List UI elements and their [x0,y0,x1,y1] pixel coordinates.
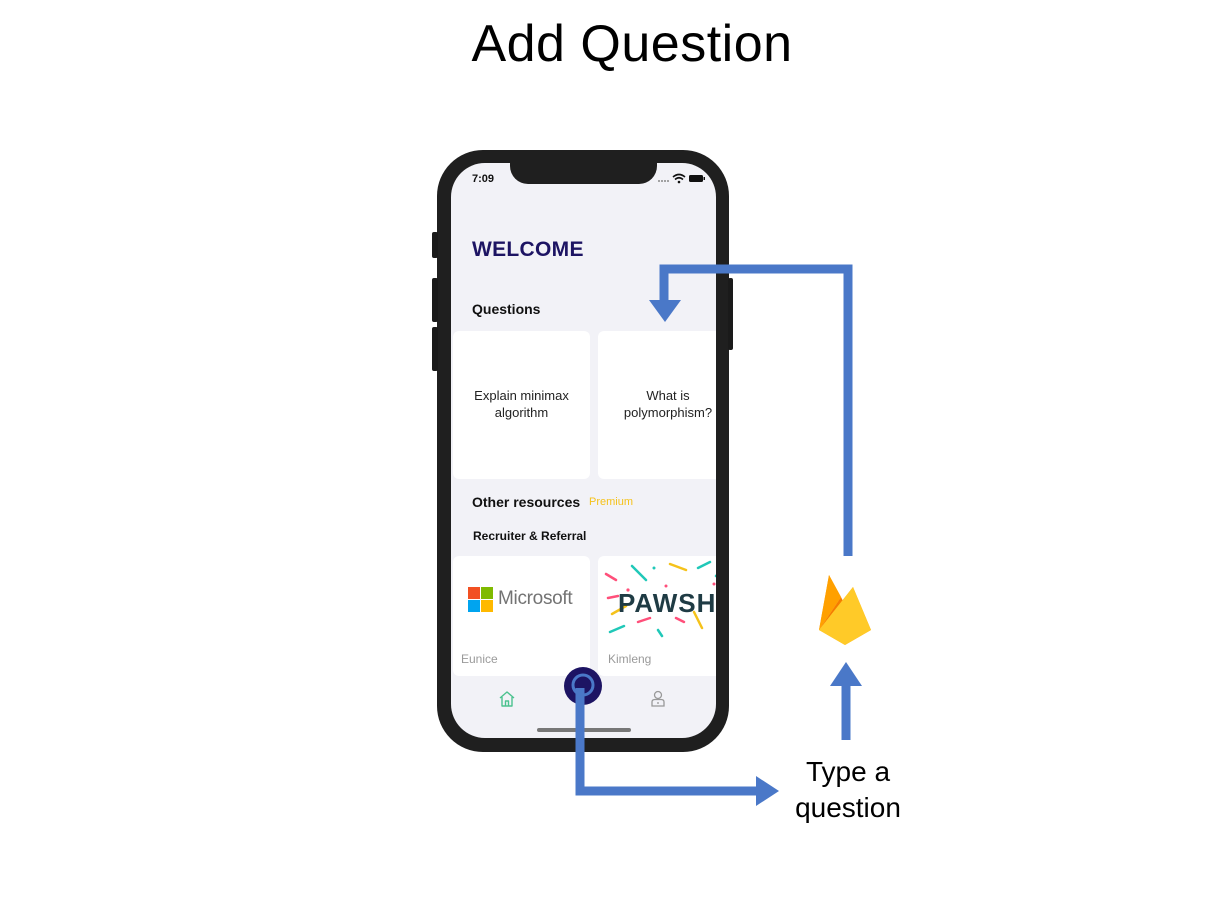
signal-icon [658,180,669,182]
recruiter-card[interactable]: PAWSH Kimleng [598,556,716,676]
profile-icon[interactable] [649,690,667,708]
question-line: What is [646,388,690,403]
wifi-dot [677,180,681,184]
phone-side-button [728,278,733,350]
type-question-label: Type a question [778,754,918,826]
type-question-line: question [795,792,901,823]
home-icon[interactable] [498,690,516,708]
arrow-to-type-question [575,688,758,796]
question-line: polymorphism? [623,405,713,420]
recruiter-name: Kimleng [608,652,652,666]
phone-side-button [432,232,438,258]
battery-icon [689,175,705,182]
recruiter-name: Eunice [461,652,498,666]
question-card[interactable]: Explain minimax algorithm [453,331,590,479]
wifi-icon [672,173,686,181]
confetti-background [604,560,716,638]
status-icons [658,173,705,184]
arrowhead [830,662,862,686]
arrowhead [756,776,779,806]
slide-title: Add Question [471,15,793,73]
company-logo-text: Microsoft [498,588,573,609]
arrowhead [649,300,681,322]
welcome-heading: WELCOME [472,238,584,261]
arrow-to-questions [659,264,853,556]
other-resources-heading: Other resources [472,494,581,510]
premium-badge: Premium [589,496,634,508]
question-card[interactable]: What is polymorphism? [598,331,716,479]
phone-side-button [432,327,438,371]
status-time: 7:09 [472,173,495,185]
phone-side-button [432,278,438,322]
phone-notch [510,163,657,184]
company-logo-text: PAWSH [618,588,716,618]
questions-heading: Questions [472,301,541,317]
microsoft-logo-icon [468,587,493,612]
firebase-icon [819,575,871,645]
type-question-line: Type a [805,756,891,787]
question-line: Explain minimax [474,388,569,403]
recruiter-card[interactable]: Microsoft Eunice [453,556,590,676]
recruiter-heading: Recruiter & Referral [473,529,587,543]
question-text: What is polymorphism? [598,387,716,421]
phone-screen: 7:09 WELCOME Questions Explain minimax a… [451,163,716,738]
question-line: algorithm [494,405,549,420]
question-text: Explain minimax algorithm [453,387,590,421]
